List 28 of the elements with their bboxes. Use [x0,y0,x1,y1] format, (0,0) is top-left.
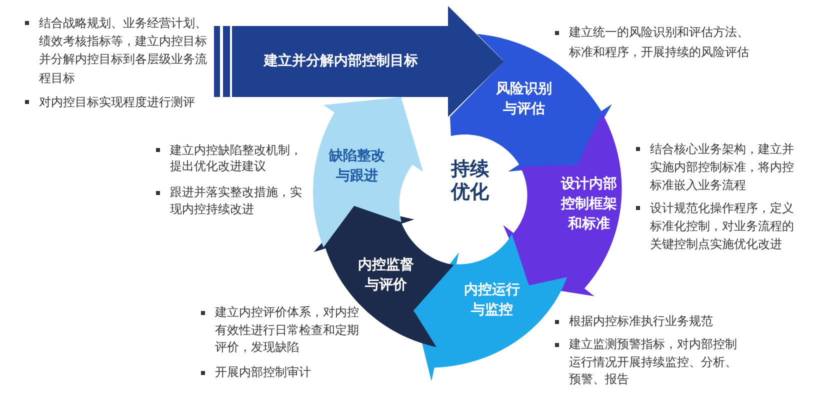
center-label: 持续优化 [450,158,490,204]
stage-label: 风险识别与评估 [495,80,553,119]
bullet-text: 结合战略规划、业务经营计划、绩效考核指标等，建立内控目标并分解内控目标到各层级业务流程目标 [39,14,208,87]
bullet-text: 设计规范化操作程序，定义标准化控制，对业务流程的关键控制点实施优化改进 [650,200,795,253]
arrow [323,96,424,172]
bullet-text: 建立内控缺陷整改机制，提出优化改进建议 [170,142,303,175]
bullet-text: 跟进并落实整改措施，实现内控持续改进 [170,184,303,218]
bullet-text: 建立统一的风险识别和评估方法、标准和程序，开展持续的风险评估 [569,24,750,61]
bullet-text: 建立监测预警指标，对内部控制运行情况开展持续监控、分析、预警、报告 [569,336,738,388]
arrow [314,205,414,252]
stage-label: 建立并分解内部控制目标 [262,52,419,71]
bullet-text: 结合核心业务架构，建立并实施内部控制标准，将内控标准嵌入业务流程 [650,141,795,194]
title-band [214,26,450,97]
arrow [448,6,504,117]
stage-label: 内控运行与监控 [462,280,521,320]
bullet-text: 根据内控标准执行业务规范 [569,313,714,330]
arrow [414,252,459,382]
stage-label: 设计内部控制框架和标准 [560,174,618,234]
arrow [508,104,612,172]
arrow [503,224,595,296]
ring-segment [432,234,568,368]
ring-segment [325,222,454,347]
bullet-text: 建立内控评价体系，对内控有效性进行日常检查和定期评价，发现缺陷 [215,304,360,356]
stage-label: 缺陷整改与跟进 [328,146,386,186]
bullet-text: 对内控目标实现程度进行测评 [39,94,196,112]
bullet-text: 开展内部控制审计 [215,364,312,382]
ring-segment [312,110,414,247]
stage-label: 内控监督与评价 [356,256,415,295]
